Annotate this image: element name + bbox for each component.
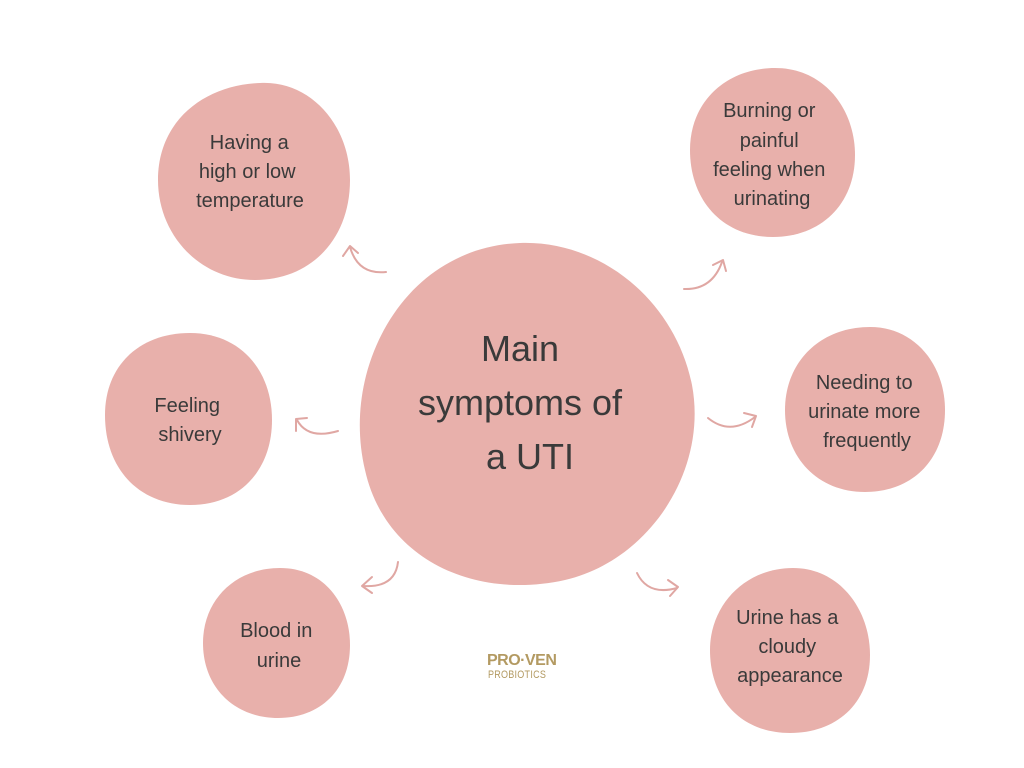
svg-text:Burning or painful: Burning or painful feeling when urinatin… [713, 100, 831, 210]
arrow-to-burning [683, 259, 727, 291]
symptom-text-line: cloudy [758, 636, 816, 658]
arrow-to-blood [361, 561, 399, 594]
arrow-to-cloudy [636, 572, 679, 597]
symptom-text-line: Burning or [723, 100, 816, 122]
symptom-text-line: urine [257, 650, 301, 672]
symptom-blob [203, 568, 350, 718]
center-blob [359, 242, 695, 586]
svg-text:Feeling shivery: Feeling shivery [154, 395, 225, 446]
symptom-text-line: painful [740, 130, 799, 152]
symptom-blob [158, 82, 350, 281]
symptom-text-line: Having a [210, 132, 290, 154]
proven-probiotics-logo: PRO·VEN PROBIOTICS [487, 652, 567, 686]
symptom-text-line: temperature [196, 190, 304, 212]
arrow-to-temperature [342, 245, 387, 274]
symptom-blob [105, 333, 272, 505]
logo-subtitle: PROBIOTICS [488, 669, 547, 681]
arrow-to-frequent [707, 412, 757, 428]
symptom-node-burning: Burning or painful feeling when urinatin… [690, 68, 855, 237]
symptom-text-line: Urine has a [736, 607, 839, 629]
symptom-text-line: Needing to [816, 372, 913, 394]
symptom-text-line: feeling when [713, 159, 825, 181]
symptom-text-line: Blood in [240, 620, 312, 642]
svg-text:Needing to urinate more: Needing to urinate more frequently [808, 372, 926, 452]
svg-text:Blood in urine: Blood in urine [240, 620, 318, 672]
symptom-node-blood: Blood in urine [203, 568, 350, 718]
svg-text:Having a high or low: Having a high or low temperature [196, 132, 304, 212]
svg-text:Urine has a cloudy: Urine has a cloudy appearance [736, 607, 844, 687]
center-title-line-1: Main [481, 328, 559, 369]
symptom-text-line: urinate more [808, 401, 920, 423]
symptom-text-line: Feeling [154, 395, 220, 417]
arrow-to-shivery [295, 417, 339, 435]
symptom-text-line: urinating [734, 188, 811, 210]
symptom-blob [710, 568, 870, 733]
symptom-node-temperature: Having a high or low temperature [158, 82, 350, 281]
logo-brand: PRO·VEN [487, 652, 557, 669]
symptom-text-line: high or low [199, 161, 296, 183]
symptom-node-shivery: Feeling shivery [105, 333, 272, 505]
symptom-blob [690, 68, 855, 237]
symptom-text-line: appearance [737, 665, 843, 687]
symptom-blob [785, 327, 945, 492]
symptom-node-frequent: Needing to urinate more frequently [785, 327, 945, 492]
center-title-line-3: a UTI [486, 436, 574, 477]
symptom-node-cloudy: Urine has a cloudy appearance [710, 568, 870, 733]
svg-text:Main symptoms of a: Main symptoms of a UTI [418, 328, 632, 477]
center-title-line-2: symptoms of [418, 382, 623, 423]
symptom-text-line: frequently [823, 430, 911, 452]
center-node: Main symptoms of a UTI [359, 242, 695, 586]
symptom-text-line: shivery [158, 424, 221, 446]
